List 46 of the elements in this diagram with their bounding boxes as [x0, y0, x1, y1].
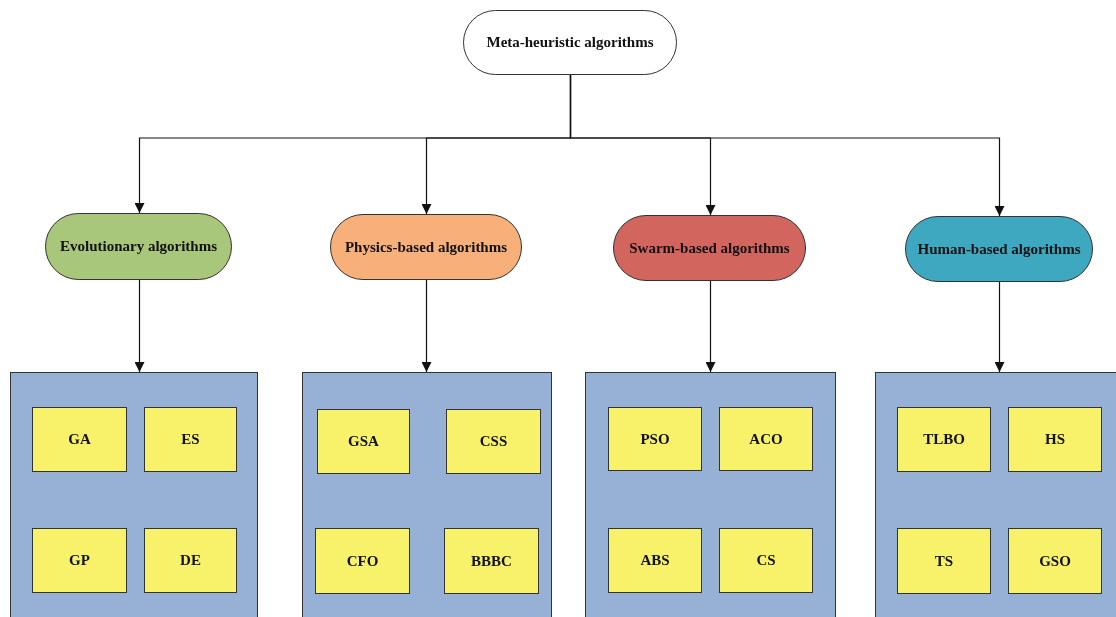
rect-node — [144, 528, 237, 593]
rect-node — [719, 528, 813, 593]
arrow — [569, 74, 1005, 217]
rect-node — [897, 407, 991, 472]
node-label: Physics-based algorithms — [344, 238, 508, 256]
group-panel — [10, 372, 258, 617]
node-label: CSS — [479, 433, 508, 450]
rect-node — [1008, 407, 1102, 472]
node-label: DE — [180, 552, 201, 569]
node-label: Swarm-based algorithms — [629, 239, 790, 257]
rect-node — [608, 528, 702, 593]
rect-node — [144, 407, 237, 472]
node-label: TS — [934, 552, 954, 570]
node-label: GA — [68, 431, 91, 448]
rect-node — [32, 407, 127, 472]
rect-node — [315, 528, 410, 594]
node-label: PSO — [640, 430, 670, 448]
node-label: TLBO — [923, 431, 965, 448]
rect-node — [608, 407, 702, 471]
rect-node — [444, 528, 539, 594]
rect-node — [897, 528, 991, 594]
node-label: ABS — [640, 552, 670, 569]
rect-node — [719, 407, 813, 471]
node-label: ACO — [749, 430, 783, 448]
node-label: CS — [756, 552, 776, 569]
arrow — [994, 281, 1005, 373]
node-label: Human-based algorithms — [917, 240, 1081, 258]
node-label: ES — [181, 431, 200, 448]
rect-node — [446, 409, 541, 474]
node-label: Meta-heuristic algorithms — [486, 34, 654, 51]
group-panel — [302, 372, 552, 617]
node-label: GSA — [348, 433, 379, 450]
node-label: CFO — [346, 552, 379, 570]
rect-node — [32, 528, 127, 593]
arrow — [134, 279, 145, 373]
arrow — [705, 280, 716, 373]
rect-node — [1008, 528, 1102, 594]
arrow — [421, 279, 432, 373]
node-label: BBBC — [471, 552, 512, 570]
rect-node — [317, 409, 410, 474]
node-label: GP — [69, 552, 90, 569]
group-panel — [875, 372, 1116, 617]
node-label: GSO — [1039, 552, 1071, 570]
node-label: HS — [1045, 431, 1065, 448]
node-label: Evolutionary algorithms — [59, 238, 218, 255]
group-panel — [585, 372, 836, 617]
